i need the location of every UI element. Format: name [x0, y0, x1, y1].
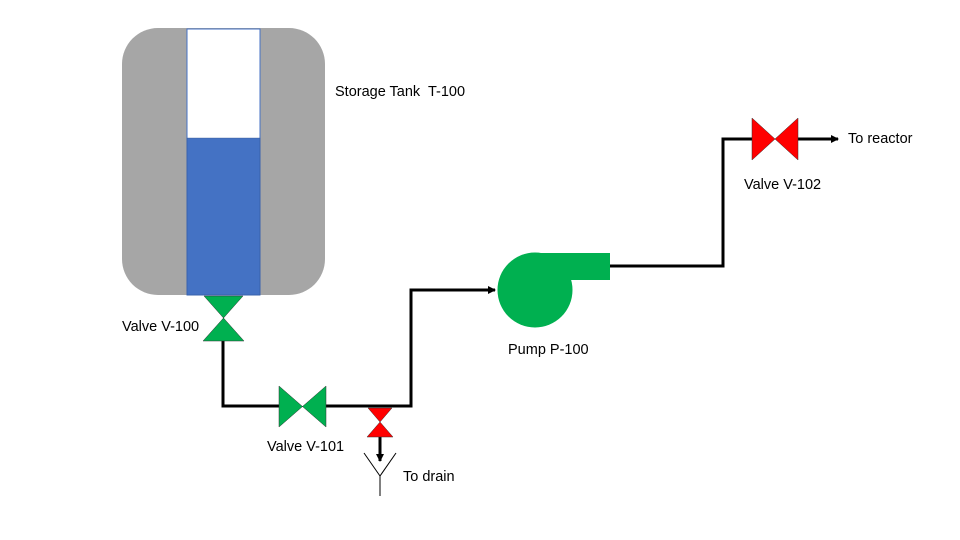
- pipe-tank-to-v101: [221, 340, 279, 408]
- reactor-label: To reactor: [848, 131, 913, 147]
- pipe-pump-to-v102: [610, 137, 752, 268]
- tank-label: Storage Tank T-100: [335, 84, 466, 100]
- valve-v101[interactable]: [278, 385, 327, 428]
- pipe-v101-to-pump: [326, 286, 496, 408]
- drain-funnel-icon: [363, 452, 397, 496]
- drain-valve[interactable]: [366, 407, 394, 438]
- valve-v102-label: Valve V-102: [744, 177, 822, 193]
- valve-v100[interactable]: [202, 295, 245, 342]
- pump-p100[interactable]: [497, 252, 611, 328]
- valve-v101-label: Valve V-101: [267, 439, 345, 455]
- drain-label: To drain: [403, 469, 455, 485]
- valve-v102[interactable]: [751, 117, 799, 161]
- tank-liquid-level: [186, 137, 261, 296]
- pump-label: Pump P-100: [508, 342, 589, 358]
- valve-v100-label: Valve V-100: [122, 319, 200, 335]
